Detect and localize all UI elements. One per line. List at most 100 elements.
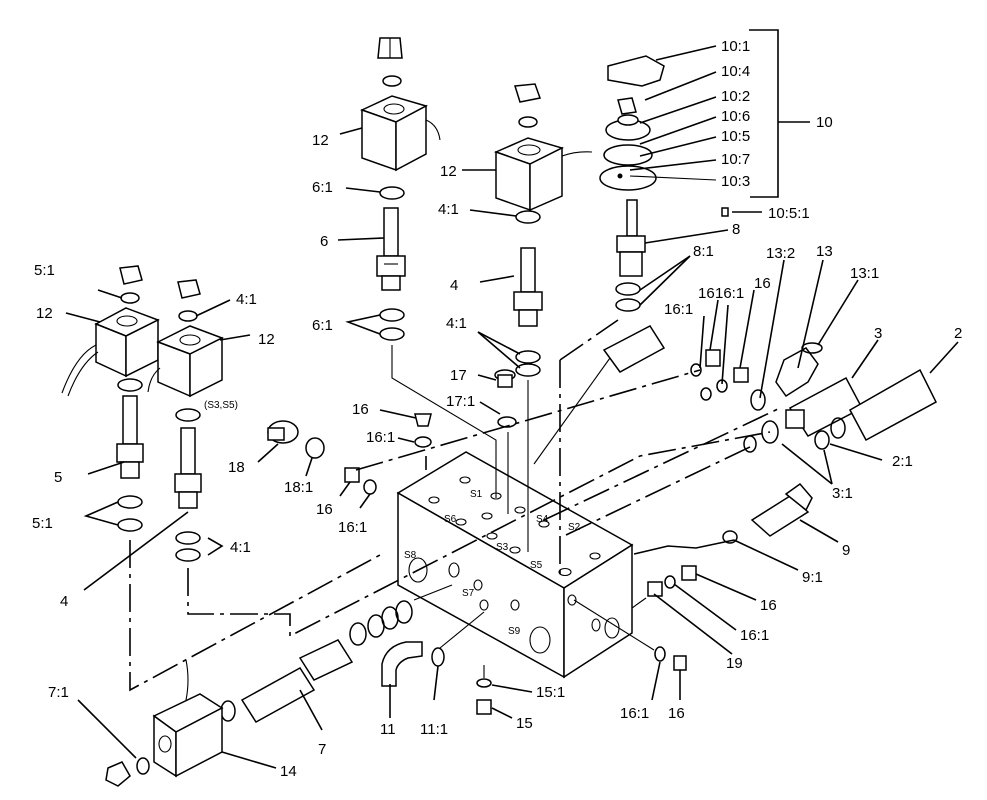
- callout-13-2: 13:2: [766, 245, 795, 262]
- callout-9: 9: [842, 542, 850, 559]
- callout-14: 14: [280, 763, 297, 780]
- callout-s3-s5: (S3,S5): [204, 400, 238, 411]
- callout-10-5: 10:5: [721, 128, 750, 145]
- plug-15: [476, 678, 492, 715]
- callout-16-c: 16: [760, 597, 777, 614]
- port-s7: S7: [462, 588, 475, 599]
- port-s5: S5: [530, 560, 543, 571]
- valve-4-left: [174, 427, 202, 509]
- cartridge-3: [785, 376, 864, 437]
- coil-12-left-second: [147, 325, 224, 398]
- nut-7-1: [105, 757, 150, 787]
- callout-16-1-f: 16:1: [366, 429, 395, 446]
- callout-10: 10: [816, 114, 833, 131]
- knob-assembly-10: [599, 55, 729, 217]
- valve-6: [376, 207, 406, 291]
- callout-4-1-center-lower: 4:1: [446, 315, 467, 332]
- coil-12-center: [493, 137, 593, 212]
- callout-18: 18: [228, 459, 245, 476]
- callout-16-1-d: 16:1: [620, 705, 649, 722]
- callout-4-1-left: 4:1: [230, 539, 251, 556]
- callout-6-1-lower: 6:1: [312, 317, 333, 334]
- nut-top-center: [514, 83, 541, 128]
- callout-9-1: 9:1: [802, 569, 823, 586]
- valve-4-center: [513, 247, 543, 327]
- plug-18: [267, 420, 299, 444]
- callout-11: 11: [380, 721, 396, 738]
- callout-16-a: 16: [754, 275, 771, 292]
- callout-10-1: 10:1: [721, 38, 750, 55]
- callout-16-1-c: 16:1: [740, 627, 769, 644]
- callout-8-1: 8:1: [693, 243, 714, 260]
- port-s3: S3: [496, 542, 509, 553]
- callout-17-1: 17:1: [446, 393, 475, 410]
- port-s6: S6: [444, 514, 457, 525]
- callout-5-1-upper: 5:1: [34, 262, 55, 279]
- port-labels: S1 S4 S2 S6 S3 S5 S8 S7 S9: [404, 489, 581, 637]
- callout-15: 15: [516, 715, 533, 732]
- port-s2: S2: [568, 522, 581, 533]
- port-s8: S8: [404, 550, 417, 561]
- callout-6-1-upper: 6:1: [312, 179, 333, 196]
- plug-16-right-b: [647, 565, 697, 597]
- callout-16-1-a: 16:1: [715, 285, 744, 302]
- callout-7-1: 7:1: [48, 684, 69, 701]
- callout-2: 2: [954, 325, 962, 342]
- plug-16-right-a: [690, 349, 749, 401]
- valve-5: [116, 395, 144, 479]
- center-lines: [129, 319, 781, 692]
- callout-17: 17: [450, 367, 467, 384]
- callout-16-1-b: 16:1: [664, 301, 693, 318]
- callout-10-7: 10:7: [721, 151, 750, 168]
- elbow-13: [750, 342, 823, 411]
- coil-12-upper: [360, 95, 441, 172]
- callout-13: 13: [816, 243, 833, 260]
- callout-2-1: 2:1: [892, 453, 913, 470]
- callout-13-1: 13:1: [850, 265, 879, 282]
- callout-3-1: 3:1: [832, 485, 853, 502]
- callout-5: 5: [54, 469, 62, 486]
- callout-4-center: 4: [450, 277, 458, 294]
- callout-16-b: 16: [698, 285, 715, 302]
- callout-10-4: 10:4: [721, 63, 750, 80]
- callout-4-1-upper-left: 4:1: [236, 291, 257, 308]
- callout-16-e: 16: [316, 501, 333, 518]
- callout-10-5-1: 10:5:1: [768, 205, 810, 222]
- callout-3: 3: [874, 325, 882, 342]
- elbow-11: [381, 641, 445, 687]
- coil-12-left: [61, 307, 160, 397]
- callout-12-left: 12: [36, 305, 53, 322]
- callout-10-3: 10:3: [721, 173, 750, 190]
- callout-6: 6: [320, 233, 328, 250]
- callout-12-upper: 12: [312, 132, 329, 149]
- cartridge-upper: [602, 325, 666, 373]
- fitting-17: [494, 369, 516, 388]
- port-s9: S9: [508, 626, 521, 637]
- cartridge-9: [750, 482, 813, 537]
- port-s1: S1: [470, 489, 483, 500]
- callout-12-center: 12: [440, 163, 457, 180]
- valve-7: [240, 639, 354, 723]
- callout-15-1: 15:1: [536, 684, 565, 701]
- callout-4-1-center-upper: 4:1: [438, 201, 459, 218]
- plug-16-top: [414, 413, 432, 448]
- callout-12-left-second: 12: [258, 331, 275, 348]
- cartridge-2: [848, 368, 937, 442]
- callout-10-6: 10:6: [721, 108, 750, 125]
- manifold-block: [396, 451, 634, 679]
- callout-19: 19: [726, 655, 743, 672]
- port-s4: S4: [536, 514, 549, 525]
- callout-4-left: 4: [60, 593, 68, 610]
- callout-18-1: 18:1: [284, 479, 313, 496]
- leader-lines: [65, 29, 959, 769]
- nut-top-left: [377, 37, 403, 87]
- callout-8: 8: [732, 221, 740, 238]
- nut-5-1: [119, 265, 143, 304]
- callout-16-d: 16: [668, 705, 685, 722]
- ring-stack: [220, 600, 413, 722]
- callout-16-1-e: 16:1: [338, 519, 367, 536]
- callout-5-1-lower: 5:1: [32, 515, 53, 532]
- callout-10-2: 10:2: [721, 88, 750, 105]
- plug-16-left: [344, 467, 377, 495]
